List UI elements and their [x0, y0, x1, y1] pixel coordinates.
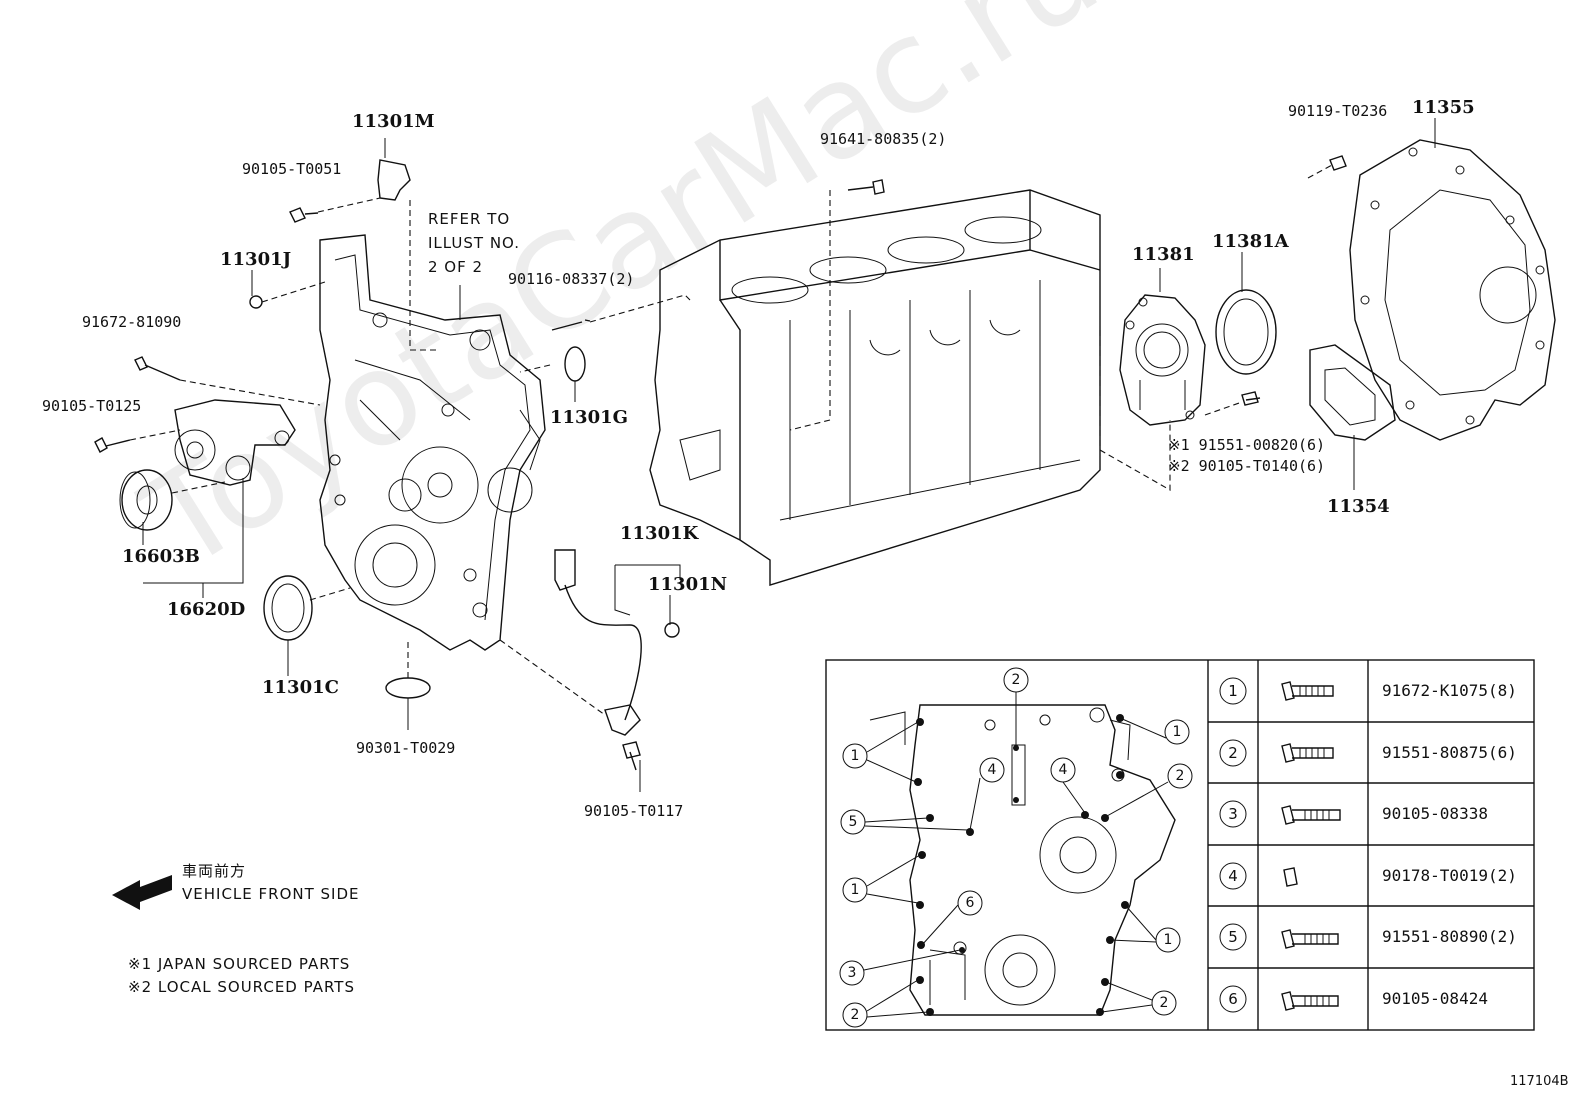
table-row-part: 91551-80890(2) [1382, 927, 1517, 946]
sensor-11301M [377, 159, 411, 201]
part-label-11301K: 11301K [620, 523, 699, 544]
sensor-11301K-connector [554, 549, 576, 591]
table-row-num: 4 [1228, 867, 1238, 885]
table-row-num: 2 [1228, 744, 1238, 762]
callout-2: 2 [1159, 995, 1169, 1011]
part-label-90105-T0140: ※2 90105-T0140(6) [1168, 457, 1326, 475]
o-ring-90301 [385, 677, 431, 699]
table-row-part: 90178-T0019(2) [1382, 866, 1517, 885]
part-label-11301N: 11301N [648, 574, 728, 595]
bolt-icons [1281, 681, 1341, 1011]
callout-2: 2 [1175, 768, 1185, 784]
callout-2: 2 [850, 1007, 860, 1023]
part-label-16603B: 16603B [122, 546, 200, 567]
vehicle-front-jp: 車両前方 [182, 862, 247, 880]
cover-11354 [1309, 344, 1396, 441]
callout-1: 1 [1163, 932, 1173, 948]
callout-1: 1 [1172, 724, 1182, 740]
inset-box [825, 659, 1535, 1031]
callout-2: 2 [1011, 672, 1021, 688]
refer-line-1: REFER TO [428, 210, 511, 228]
part-label-90116-08337: 90116-08337(2) [508, 270, 635, 288]
table-row-part: 90105-08338 [1382, 804, 1488, 823]
table-row-num: 1 [1228, 682, 1238, 700]
part-label-11301C: 11301C [262, 677, 339, 698]
part-label-90105-T0125: 90105-T0125 [42, 397, 142, 415]
part-label-11301M: 11301M [352, 111, 435, 132]
part-label-11301G: 11301G [550, 407, 628, 428]
table-row-num: 5 [1228, 928, 1238, 946]
callout-1: 1 [850, 882, 860, 898]
leader-lines [129, 118, 1436, 792]
callout-6: 6 [965, 895, 975, 911]
part-label-11355: 11355 [1412, 97, 1475, 118]
vehicle-front-en: VEHICLE FRONT SIDE [182, 885, 360, 903]
part-label-91672-81090: 91672-81090 [82, 313, 182, 331]
callout-1: 1 [850, 748, 860, 764]
oil-seal-11301C [263, 575, 313, 641]
part-label-90301-T0029: 90301-T0029 [356, 739, 456, 757]
table-row-part: 91672-K1075(8) [1382, 681, 1517, 700]
part-label-11301J: 11301J [220, 249, 292, 270]
callout-5: 5 [848, 814, 858, 830]
table-row-num: 3 [1228, 805, 1238, 823]
refer-line-2: ILLUST NO. [428, 234, 521, 252]
table-row-part: 90105-08424 [1382, 989, 1488, 1008]
oil-seal-11381A [1215, 289, 1277, 375]
callout-4: 4 [987, 762, 997, 778]
part-label-90105-T0051: 90105-T0051 [242, 160, 342, 178]
part-label-16620D: 16620D [167, 599, 246, 620]
oil-seal-retainer-11381 [1119, 294, 1206, 426]
part-label-11381: 11381 [1132, 244, 1195, 265]
note-local-sourced: ※2 LOCAL SOURCED PARTS [128, 978, 355, 996]
o-ring-11301G [564, 346, 586, 382]
part-label-91551-00820: ※1 91551-00820(6) [1168, 436, 1326, 454]
part-label-90105-T0117: 90105-T0117 [584, 802, 684, 820]
timing-chain-cover [319, 234, 546, 651]
table-row-num: 6 [1228, 990, 1238, 1008]
part-label-11381A: 11381A [1212, 231, 1289, 252]
note-japan-sourced: ※1 JAPAN SOURCED PARTS [128, 955, 351, 973]
diagram-id: 117104B [1510, 1074, 1569, 1089]
part-label-90119-T0236: 90119-T0236 [1288, 102, 1388, 120]
callout-4: 4 [1058, 762, 1068, 778]
vehicle-front-arrow-icon [112, 875, 172, 910]
cylinder-block [649, 189, 1101, 586]
sensor-11301K-wire [564, 584, 642, 721]
part-label-11354: 11354 [1327, 496, 1390, 517]
tensioner-assembly [119, 399, 296, 531]
refer-line-3: 2 OF 2 [428, 258, 484, 276]
end-plate-11355 [1349, 139, 1556, 441]
part-label-91641-80835: 91641-80835(2) [820, 130, 947, 148]
table-row-part: 91551-80875(6) [1382, 743, 1517, 762]
callout-3: 3 [847, 965, 857, 981]
